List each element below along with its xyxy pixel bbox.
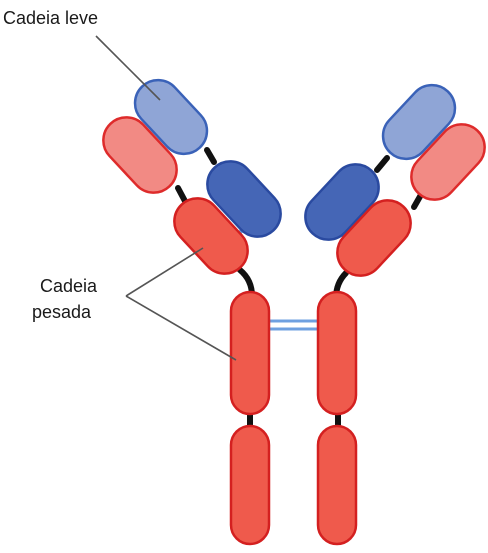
linker-right-light-vl-cl [377, 158, 387, 170]
right-heavy-ch2-domain [318, 292, 356, 414]
heavy-chain-label-line1: Cadeia [40, 276, 98, 296]
right-heavy-ch3-domain [318, 426, 356, 544]
linker-left-light-vl-cl [207, 150, 214, 162]
leader-light-chain [96, 36, 160, 100]
leader-heavy-chain-lower [126, 296, 236, 360]
leader-heavy-chain-upper [126, 248, 203, 296]
left-heavy-ch2-domain [231, 292, 269, 414]
left-heavy-ch3-domain [231, 426, 269, 544]
light-chain-label: Cadeia leve [3, 8, 98, 28]
heavy-chain-label-line2: pesada [32, 302, 92, 322]
